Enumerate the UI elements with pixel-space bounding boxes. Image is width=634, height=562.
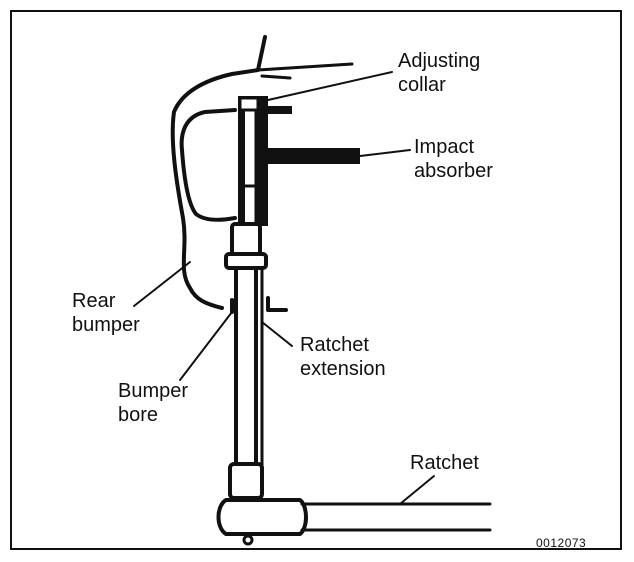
label-rear-bumper-line1: Rear xyxy=(72,290,116,312)
leader-ratchet xyxy=(399,475,435,505)
leader-ratchet-extension xyxy=(261,321,293,347)
rear-bumper-outline xyxy=(170,35,267,310)
figure-code: 0012073 xyxy=(536,536,587,550)
label-adjusting-collar-line2: collar xyxy=(398,74,446,96)
label-ratchet-extension-line1: Ratchet xyxy=(300,334,369,356)
leader-adjusting-collar xyxy=(267,71,393,101)
adjusting-collar xyxy=(238,96,260,112)
label-bumper-bore-line2: bore xyxy=(118,404,159,426)
label-impact-absorber-line1: Impact xyxy=(414,136,475,158)
label-adjusting-collar-line1: Adjusting xyxy=(398,50,481,72)
label-ratchet-extension-line2: extension xyxy=(300,358,386,380)
ratchet-head xyxy=(216,498,308,536)
ratchet-socket xyxy=(228,462,264,500)
label-rear-bumper-line2: bumper xyxy=(72,314,140,336)
leader-impact-absorber xyxy=(359,149,411,157)
diagram-frame xyxy=(10,10,622,550)
bumper-inner-curve xyxy=(179,108,237,222)
bumper-top-flange xyxy=(256,62,354,72)
label-ratchet: Ratchet xyxy=(410,452,479,474)
impact-absorber-arm xyxy=(268,148,360,164)
label-bumper-bore-line1: Bumper xyxy=(118,380,189,402)
label-impact-absorber-line2: absorber xyxy=(414,160,493,182)
leader-rear-bumper xyxy=(133,261,191,307)
leader-bumper-bore xyxy=(179,311,233,381)
